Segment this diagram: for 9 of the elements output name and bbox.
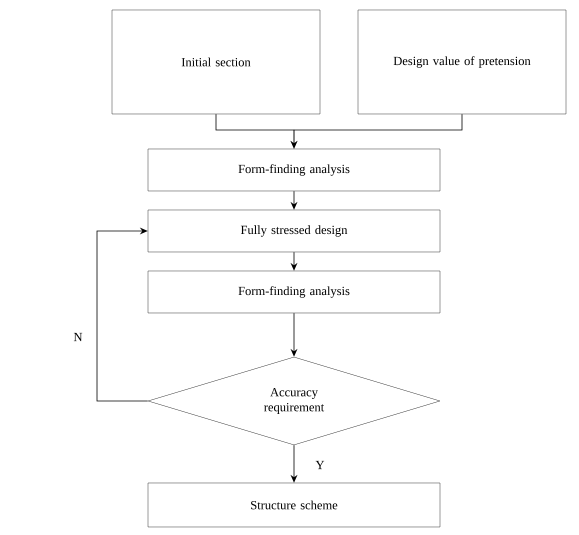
process-box: Structure scheme: [148, 482, 440, 528]
process-box: Initial section: [112, 10, 320, 114]
edge-label: Y: [314, 460, 326, 470]
process-box: Form-finding analysis: [148, 270, 440, 314]
arrow: [96, 227, 148, 402]
process-box: Fully stressed design: [148, 210, 440, 252]
edge-label: N: [72, 332, 84, 342]
process-box: Design value of pretension: [358, 10, 566, 114]
process-box: Form-finding analysis: [148, 148, 440, 192]
